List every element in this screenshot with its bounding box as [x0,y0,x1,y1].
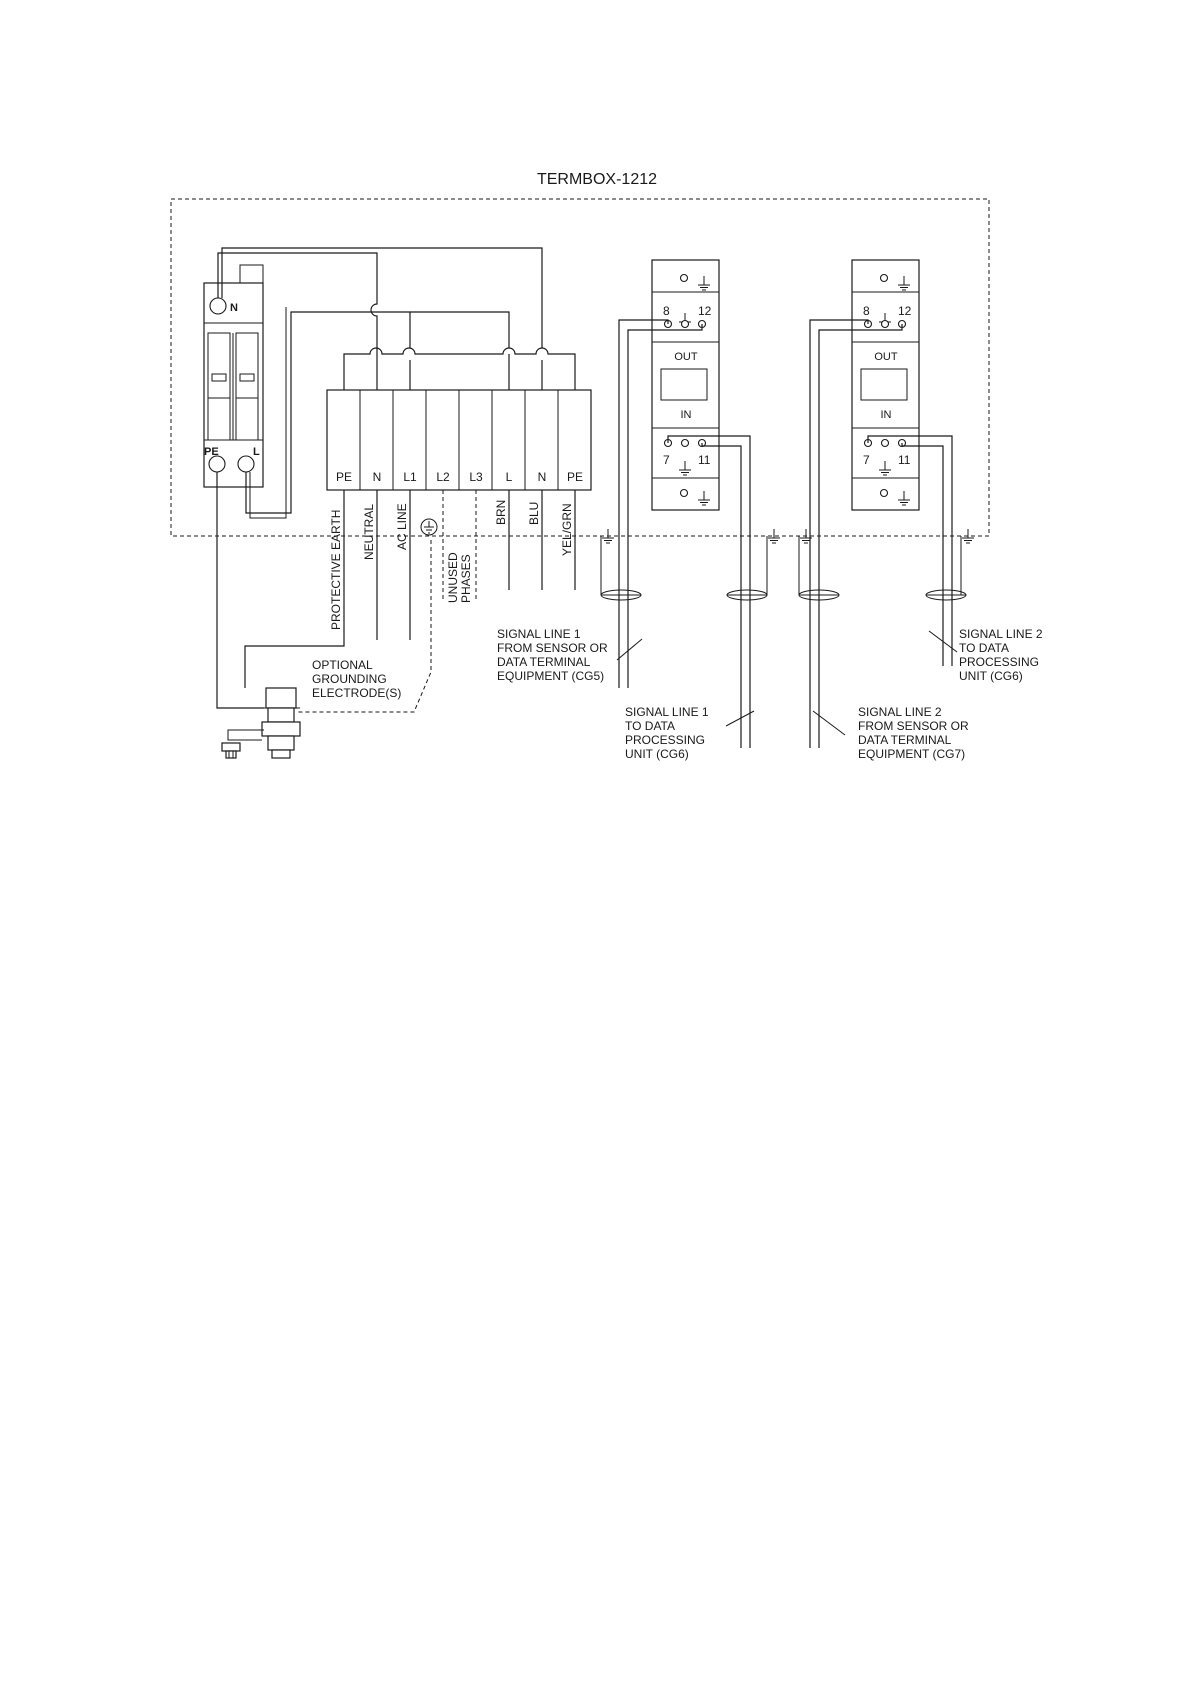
terminal-label: L2 [436,470,450,484]
signal1-to-label: UNIT (CG6) [625,747,689,761]
protector1-out-label: OUT [674,351,698,363]
wire-label-brn: BRN [494,500,508,525]
wire-label-neutral: NEUTRAL [362,504,376,560]
earth-symbol-icon [420,518,438,536]
signal1-from-label: EQUIPMENT (CG5) [497,669,604,683]
signal2-to-label: TO DATA [959,641,1009,655]
signal2-from-label: FROM SENSOR OR [858,719,969,733]
terminal-label: L [506,470,513,484]
signal2-from-label: EQUIPMENT (CG7) [858,747,965,761]
wire-label-protective-earth: PROTECTIVE EARTH [329,510,343,630]
signal2-to-label: PROCESSING [959,655,1039,669]
terminal-label: L3 [469,470,483,484]
protector1-bottom-right-num: 11 [698,453,711,467]
signal1-to-label: TO DATA [625,719,675,733]
wire-label-ac-line: AC LINE [395,503,409,550]
surge-protection-device: N PE L [203,264,264,488]
signal2-to-label: UNIT (CG6) [959,669,1023,683]
protector2-top-right-num: 12 [898,304,912,318]
spd-l-label: L [253,446,260,458]
terminal-block: PE N L1 L2 L3 L N PE [326,389,592,491]
protector2-top-left-num: 8 [863,304,870,318]
internal-wiring [216,247,576,709]
signal1-to-label: SIGNAL LINE 1 [625,705,709,719]
spd-n-label: N [230,302,238,314]
protector1-in-label: IN [681,409,692,421]
diagram-title: TERMBOX-1212 [537,171,657,188]
grounding-label-line: ELECTRODE(S) [312,686,401,700]
signal2-from-label: DATA TERMINAL [858,733,952,747]
protector2-in-label: IN [881,409,892,421]
terminal-label: N [538,470,547,484]
wire-label-blu: BLU [527,502,541,525]
wire-label-unused-2: PHASES [459,554,473,603]
spd-n-terminal [209,297,227,315]
protector1-top-right-num: 12 [698,304,712,318]
signal2-from-label: SIGNAL LINE 2 [858,705,942,719]
terminal-label: PE [336,470,352,484]
signal1-to-label: PROCESSING [625,733,705,747]
terminal-label: L1 [403,470,417,484]
grounding-label-line: GROUNDING [312,672,387,686]
spd-pe-label: PE [204,446,219,458]
protector2-out-label: OUT [874,351,898,363]
signal-protector-1: 8 12 OUT IN 7 11 [651,259,720,511]
spd-l-terminal [237,455,255,473]
signal1-from-label: SIGNAL LINE 1 [497,627,581,641]
signal2-to-label: SIGNAL LINE 2 [959,627,1043,641]
signal1-from-label: DATA TERMINAL [497,655,591,669]
terminal-label: PE [567,470,583,484]
external-wires [244,490,576,713]
signal-protector-2: 8 12 OUT IN 7 11 [851,259,920,511]
wire-label-unused-1: UNUSED [446,552,460,603]
protector2-bottom-right-num: 11 [898,453,911,467]
terminal-label: N [373,470,382,484]
grounding-label-line: OPTIONAL [312,658,373,672]
protector1-bottom-left-num: 7 [663,453,670,467]
protector2-bottom-left-num: 7 [863,453,870,467]
signal1-from-label: FROM SENSOR OR [497,641,608,655]
protector1-top-left-num: 8 [663,304,670,318]
spd-pe-terminal [208,455,226,473]
grounding-electrode [221,687,301,759]
signal-wiring [600,319,975,748]
wire-label-yel-grn: YEL/GRN [560,503,574,556]
enclosure-boundary [170,198,990,537]
